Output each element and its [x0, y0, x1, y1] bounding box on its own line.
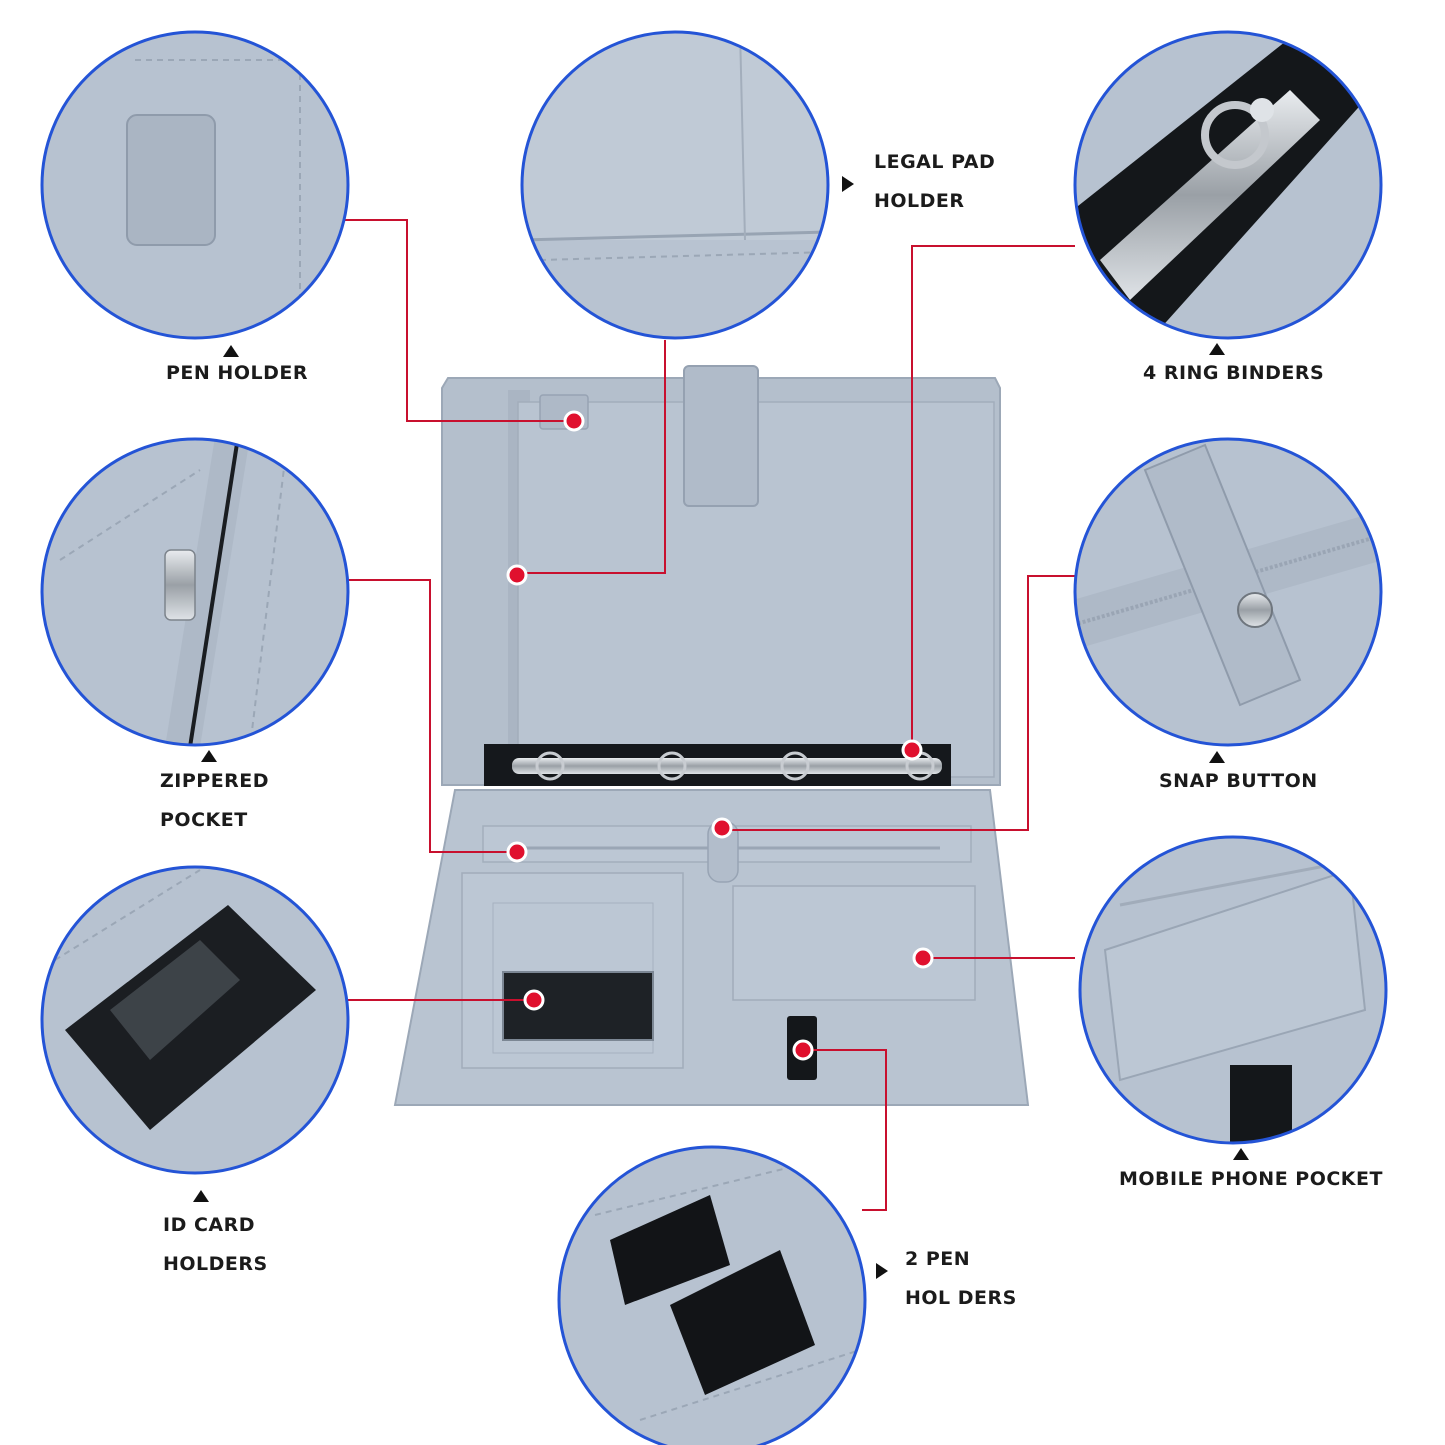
folio-bottom-panel — [393, 789, 1030, 1106]
label-legal-pad-line2: HOLDER — [874, 190, 965, 212]
callout-lines — [345, 219, 1075, 1211]
label-two-pen-line2: HOL DERS — [905, 1287, 1017, 1309]
label-mobile-pocket: MOBILE PHONE POCKET — [1119, 1168, 1383, 1190]
label-legal-pad-line1: LEGAL PAD — [874, 151, 996, 173]
triangle-right-icon — [842, 176, 854, 192]
triangle-right-icon — [876, 1263, 888, 1279]
label-two-pen-line1: 2 PEN — [905, 1248, 971, 1270]
red-dot-icon — [523, 989, 545, 1011]
detail-circle-mobile-pocket — [1078, 835, 1388, 1145]
label-id-card-line2: HOLDERS — [163, 1253, 268, 1275]
detail-circle-legal-pad — [520, 30, 830, 340]
callout-dots — [506, 410, 934, 1061]
detail-circle-snap-button — [1073, 437, 1383, 747]
red-dot-icon — [912, 947, 934, 969]
label-zippered-line2: POCKET — [160, 809, 248, 831]
label-id-card-line1: ID CARD — [163, 1214, 256, 1236]
label-snap-button: SNAP BUTTON — [1159, 770, 1318, 792]
triangle-up-icon — [223, 345, 239, 357]
triangle-up-icon — [1209, 343, 1225, 355]
ring-binder-strip — [484, 744, 951, 786]
label-ring-binders: 4 RING BINDERS — [1143, 362, 1325, 384]
red-dot-icon — [563, 410, 585, 432]
triangle-up-icon — [1233, 1148, 1249, 1160]
red-dot-icon — [506, 564, 528, 586]
triangle-up-icon — [201, 750, 217, 762]
detail-circle-pen-holder — [40, 30, 350, 340]
red-dot-icon — [792, 1039, 814, 1061]
red-dot-icon — [901, 739, 923, 761]
label-pen-holder: PEN HOLDER — [166, 362, 308, 384]
detail-circle-id-card — [40, 865, 350, 1175]
detail-circle-zippered-pocket — [40, 437, 350, 747]
red-dot-icon — [506, 841, 528, 863]
triangle-up-icon — [193, 1190, 209, 1202]
triangle-up-icon — [1209, 751, 1225, 763]
label-zippered-line1: ZIPPERED — [160, 770, 270, 792]
folio-top-panel — [441, 365, 1001, 786]
detail-circle-ring-binders — [1073, 30, 1383, 340]
red-dot-icon — [711, 817, 733, 839]
detail-circle-two-pen-holders — [557, 1145, 867, 1445]
